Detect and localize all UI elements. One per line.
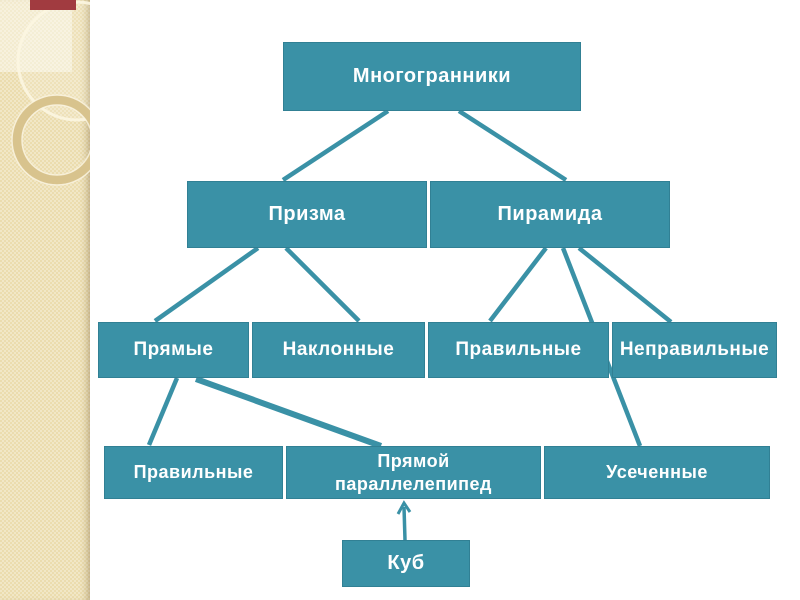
sidebar-highlight-square — [0, 0, 72, 72]
node-right-parallelepiped: Прямой параллелепипед — [286, 446, 541, 499]
node-irregular-pyramids: Неправильные — [612, 322, 777, 378]
connector-line-prism-to-straight-prisms — [153, 246, 260, 323]
connector-line-pyramid-to-irregular-pyramids — [577, 246, 673, 324]
ring-inner-edge — [21, 104, 90, 176]
connector-line-pyramid-to-regular-pyramids — [488, 246, 548, 323]
thin-circle-ornament — [16, 0, 90, 122]
connector-line-prism-to-oblique-prisms — [284, 246, 361, 323]
node-regular-prisms: Правильные — [104, 446, 283, 499]
arrow-head-icon — [396, 500, 412, 515]
connector-line-polyhedra-to-prism — [281, 109, 390, 182]
node-regular-pyramids: Правильные — [428, 322, 609, 378]
node-truncated-pyramids: Усеченные — [544, 446, 770, 499]
node-pyramid: Пирамида — [430, 181, 670, 248]
node-prism: Призма — [187, 181, 427, 248]
connector-line-cube-to-right-parallelepiped — [402, 506, 407, 541]
node-polyhedra: Многогранники — [283, 42, 581, 111]
ring-outer-edge — [11, 94, 90, 186]
top-accent-bar — [30, 0, 76, 10]
connector-line-polyhedra-to-pyramid — [457, 109, 568, 182]
connector-line-straight-prisms-to-regular-prisms — [146, 377, 180, 446]
node-straight-prisms: Прямые — [98, 322, 249, 378]
sidebar-circles — [11, 0, 90, 186]
sidebar-decoration — [0, 0, 90, 600]
connector-line-straight-prisms-to-right-parallelepiped — [194, 376, 383, 449]
node-oblique-prisms: Наклонные — [252, 322, 425, 378]
node-cube: Куб — [342, 540, 470, 587]
ring-ornament — [12, 95, 90, 185]
